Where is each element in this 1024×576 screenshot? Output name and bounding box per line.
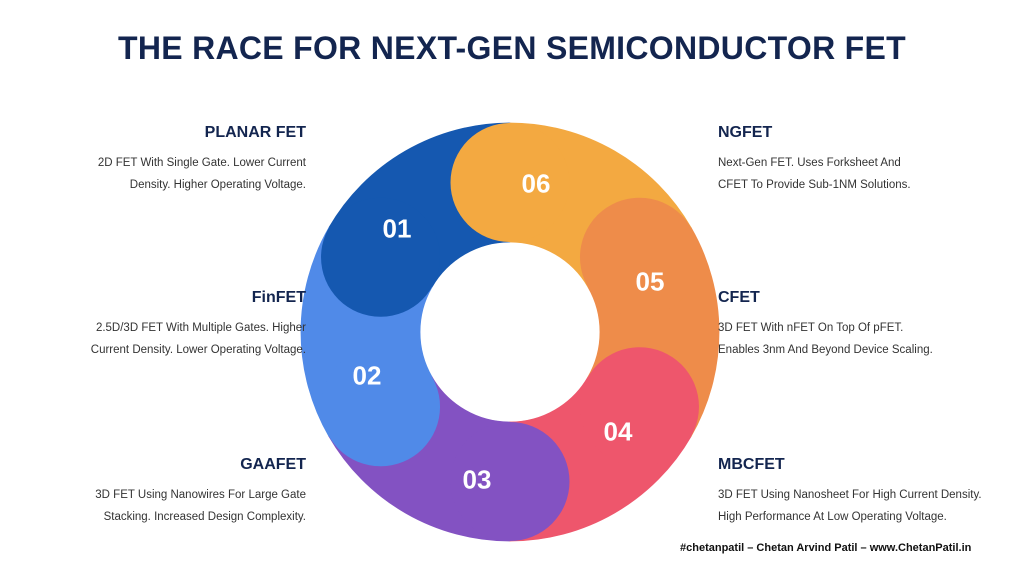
stage-number-05: 05 <box>635 266 665 297</box>
footer-credit: #chetanpatil – Chetan Arvind Patil – www… <box>680 542 972 554</box>
stage-desc-line: High Performance At Low Operating Voltag… <box>718 511 947 523</box>
ring-segment-cap-04 <box>579 347 699 467</box>
stage-desc-line: 2.5D/3D FET With Multiple Gates. Higher <box>95 322 306 334</box>
stage-desc-line: Density. Higher Operating Voltage. <box>129 179 306 191</box>
stage-title: PLANAR FET <box>204 124 306 141</box>
stage-block-planar-fet: PLANAR FET 2D FET With Single Gate. Lowe… <box>6 124 306 196</box>
stage-block-finfet: FinFET 2.5D/3D FET With Multiple Gates. … <box>6 289 306 361</box>
stage-block-gaafet: GAAFET 3D FET Using Nanowires For Large … <box>6 456 306 528</box>
ring-segment-cap-05 <box>579 197 699 317</box>
stage-title: CFET <box>718 289 760 306</box>
stage-number-03: 03 <box>462 464 492 495</box>
stage-desc-line: CFET To Provide Sub-1NM Solutions. <box>718 179 911 191</box>
ring-segment-cap-06 <box>450 123 570 242</box>
stage-desc-line: 3D FET With nFET On Top Of pFET. <box>718 322 904 334</box>
stage-desc-line: Stacking. Increased Design Complexity. <box>103 511 306 523</box>
ring-segment-cap-01 <box>321 197 441 317</box>
stage-number-01: 01 <box>382 213 412 244</box>
ring-segment-cap-02 <box>321 347 441 467</box>
stage-title: GAAFET <box>240 456 306 473</box>
stage-desc-line: 3D FET Using Nanowires For Large Gate <box>95 489 306 501</box>
stage-title: NGFET <box>718 124 773 141</box>
page-title: THE RACE FOR NEXT-GEN SEMICONDUCTOR FET <box>117 30 907 66</box>
stage-block-cfet: CFET 3D FET With nFET On Top Of pFET. En… <box>718 289 1018 361</box>
stage-desc-line: 3D FET Using Nanosheet For High Current … <box>718 489 982 501</box>
stage-number-06: 06 <box>521 168 551 199</box>
stage-number-04: 04 <box>603 416 633 447</box>
stage-title: MBCFET <box>718 456 785 473</box>
stage-desc-line: Current Density. Lower Operating Voltage… <box>90 344 306 356</box>
stage-number-02: 02 <box>352 360 382 391</box>
stage-desc-line: 2D FET With Single Gate. Lower Current <box>97 157 306 169</box>
stage-desc-line: Next-Gen FET. Uses Forksheet And <box>718 157 901 169</box>
stage-title: FinFET <box>251 289 306 306</box>
stage-block-mbcfet: MBCFET 3D FET Using Nanosheet For High C… <box>718 456 1018 528</box>
stage-block-ngfet: NGFET Next-Gen FET. Uses Forksheet And C… <box>718 124 1018 196</box>
ring-segment-cap-03 <box>450 422 570 541</box>
stage-desc-line: Enables 3nm And Beyond Device Scaling. <box>718 344 933 356</box>
